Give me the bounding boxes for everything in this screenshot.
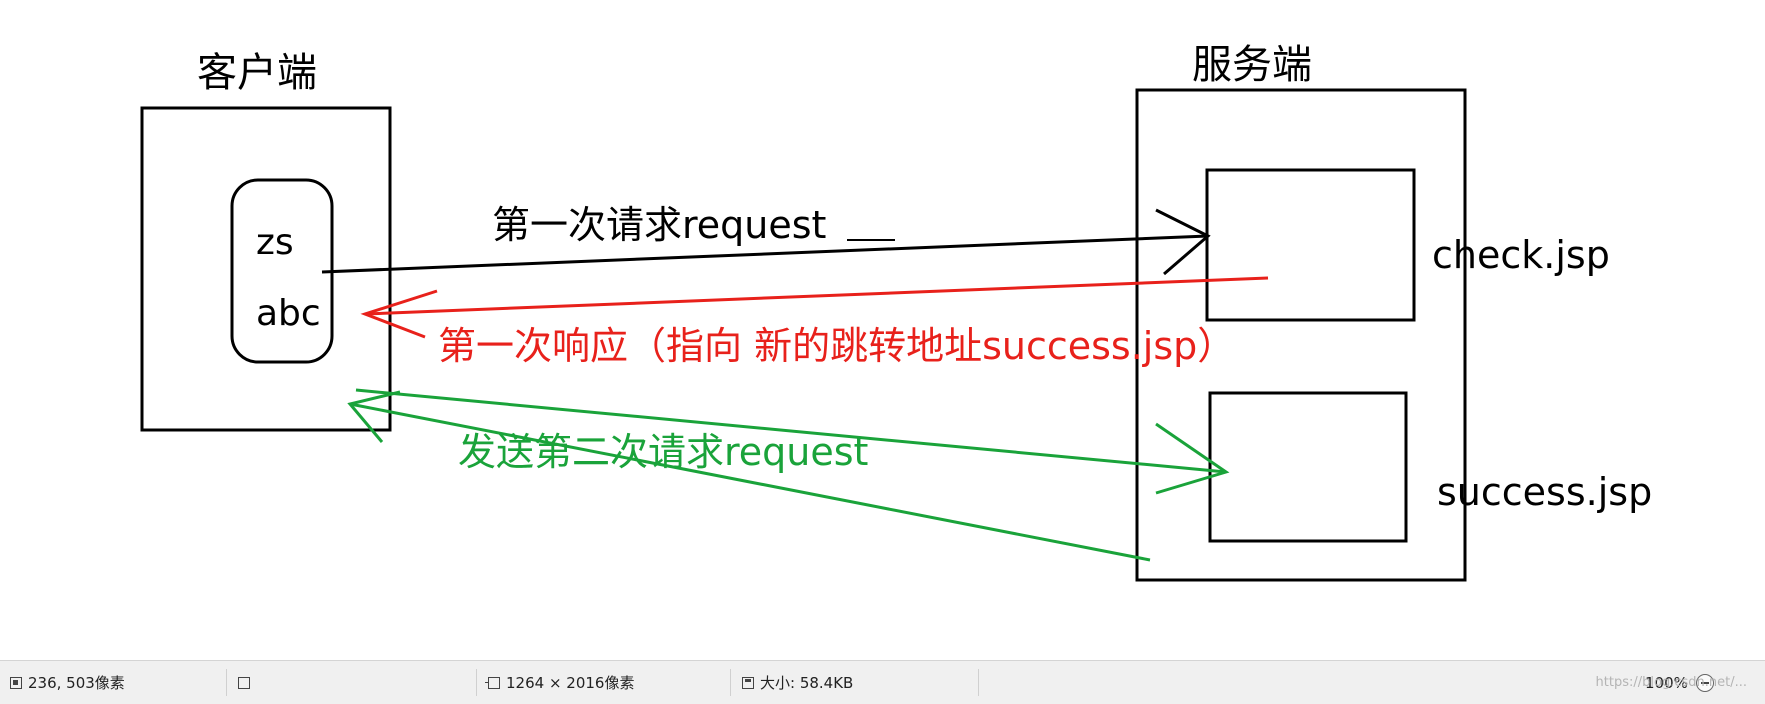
- client-box: [140, 106, 392, 432]
- divider: [978, 669, 979, 696]
- success-jsp-label: success.jsp: [1437, 470, 1652, 514]
- check-jsp-label: check.jsp: [1432, 233, 1610, 277]
- first-request-arrow: [321, 208, 1211, 276]
- first-response-arrow: [360, 276, 1269, 339]
- divider: [476, 669, 477, 696]
- divider: [226, 669, 227, 696]
- selection-item: [238, 661, 256, 704]
- save-disk-icon: [742, 676, 754, 689]
- zoom-out-icon[interactable]: [1695, 673, 1714, 692]
- zoom-item[interactable]: 100%: [1645, 661, 1714, 704]
- divider: [730, 669, 731, 696]
- file-size-text: 大小: 58.4KB: [760, 674, 854, 692]
- check-jsp-box: [1205, 168, 1416, 322]
- cursor-position-item: 236, 503像素: [10, 661, 125, 704]
- status-bar: 236, 503像素 1264 × 2016像素 大小: 58.4KB 100%…: [0, 660, 1765, 704]
- client-form-box: [230, 178, 334, 364]
- image-dimensions-text: 1264 × 2016像素: [506, 674, 635, 692]
- cursor-position-icon: [10, 676, 22, 689]
- client-title: 客户端: [197, 50, 317, 96]
- server-title: 服务端: [1192, 42, 1312, 88]
- client-field-username: zs: [256, 222, 294, 263]
- success-jsp-box: [1208, 391, 1408, 543]
- file-size-item: 大小: 58.4KB: [742, 661, 853, 704]
- watermark-text: https://blog.csdn.net/...: [1595, 675, 1747, 690]
- image-dimensions-item: 1264 × 2016像素: [485, 661, 635, 704]
- first-response-label: 第一次响应（指向 新的跳转地址success.jsp）: [438, 324, 1235, 368]
- image-dimensions-icon: [485, 676, 500, 689]
- server-box: [1135, 88, 1467, 582]
- selection-icon: [238, 676, 250, 689]
- second-request-arrow: [347, 388, 1230, 562]
- client-field-password: abc: [256, 293, 321, 334]
- redirect-diagram: 客户端 zs abc 服务端 check.jsp success.jsp 第一次…: [140, 42, 1652, 582]
- second-request-label: 发送第二次请求request: [458, 430, 868, 474]
- cursor-position-text: 236, 503像素: [28, 674, 125, 692]
- zoom-level-text: 100%: [1645, 673, 1688, 692]
- first-request-label: 第一次请求request: [492, 203, 826, 247]
